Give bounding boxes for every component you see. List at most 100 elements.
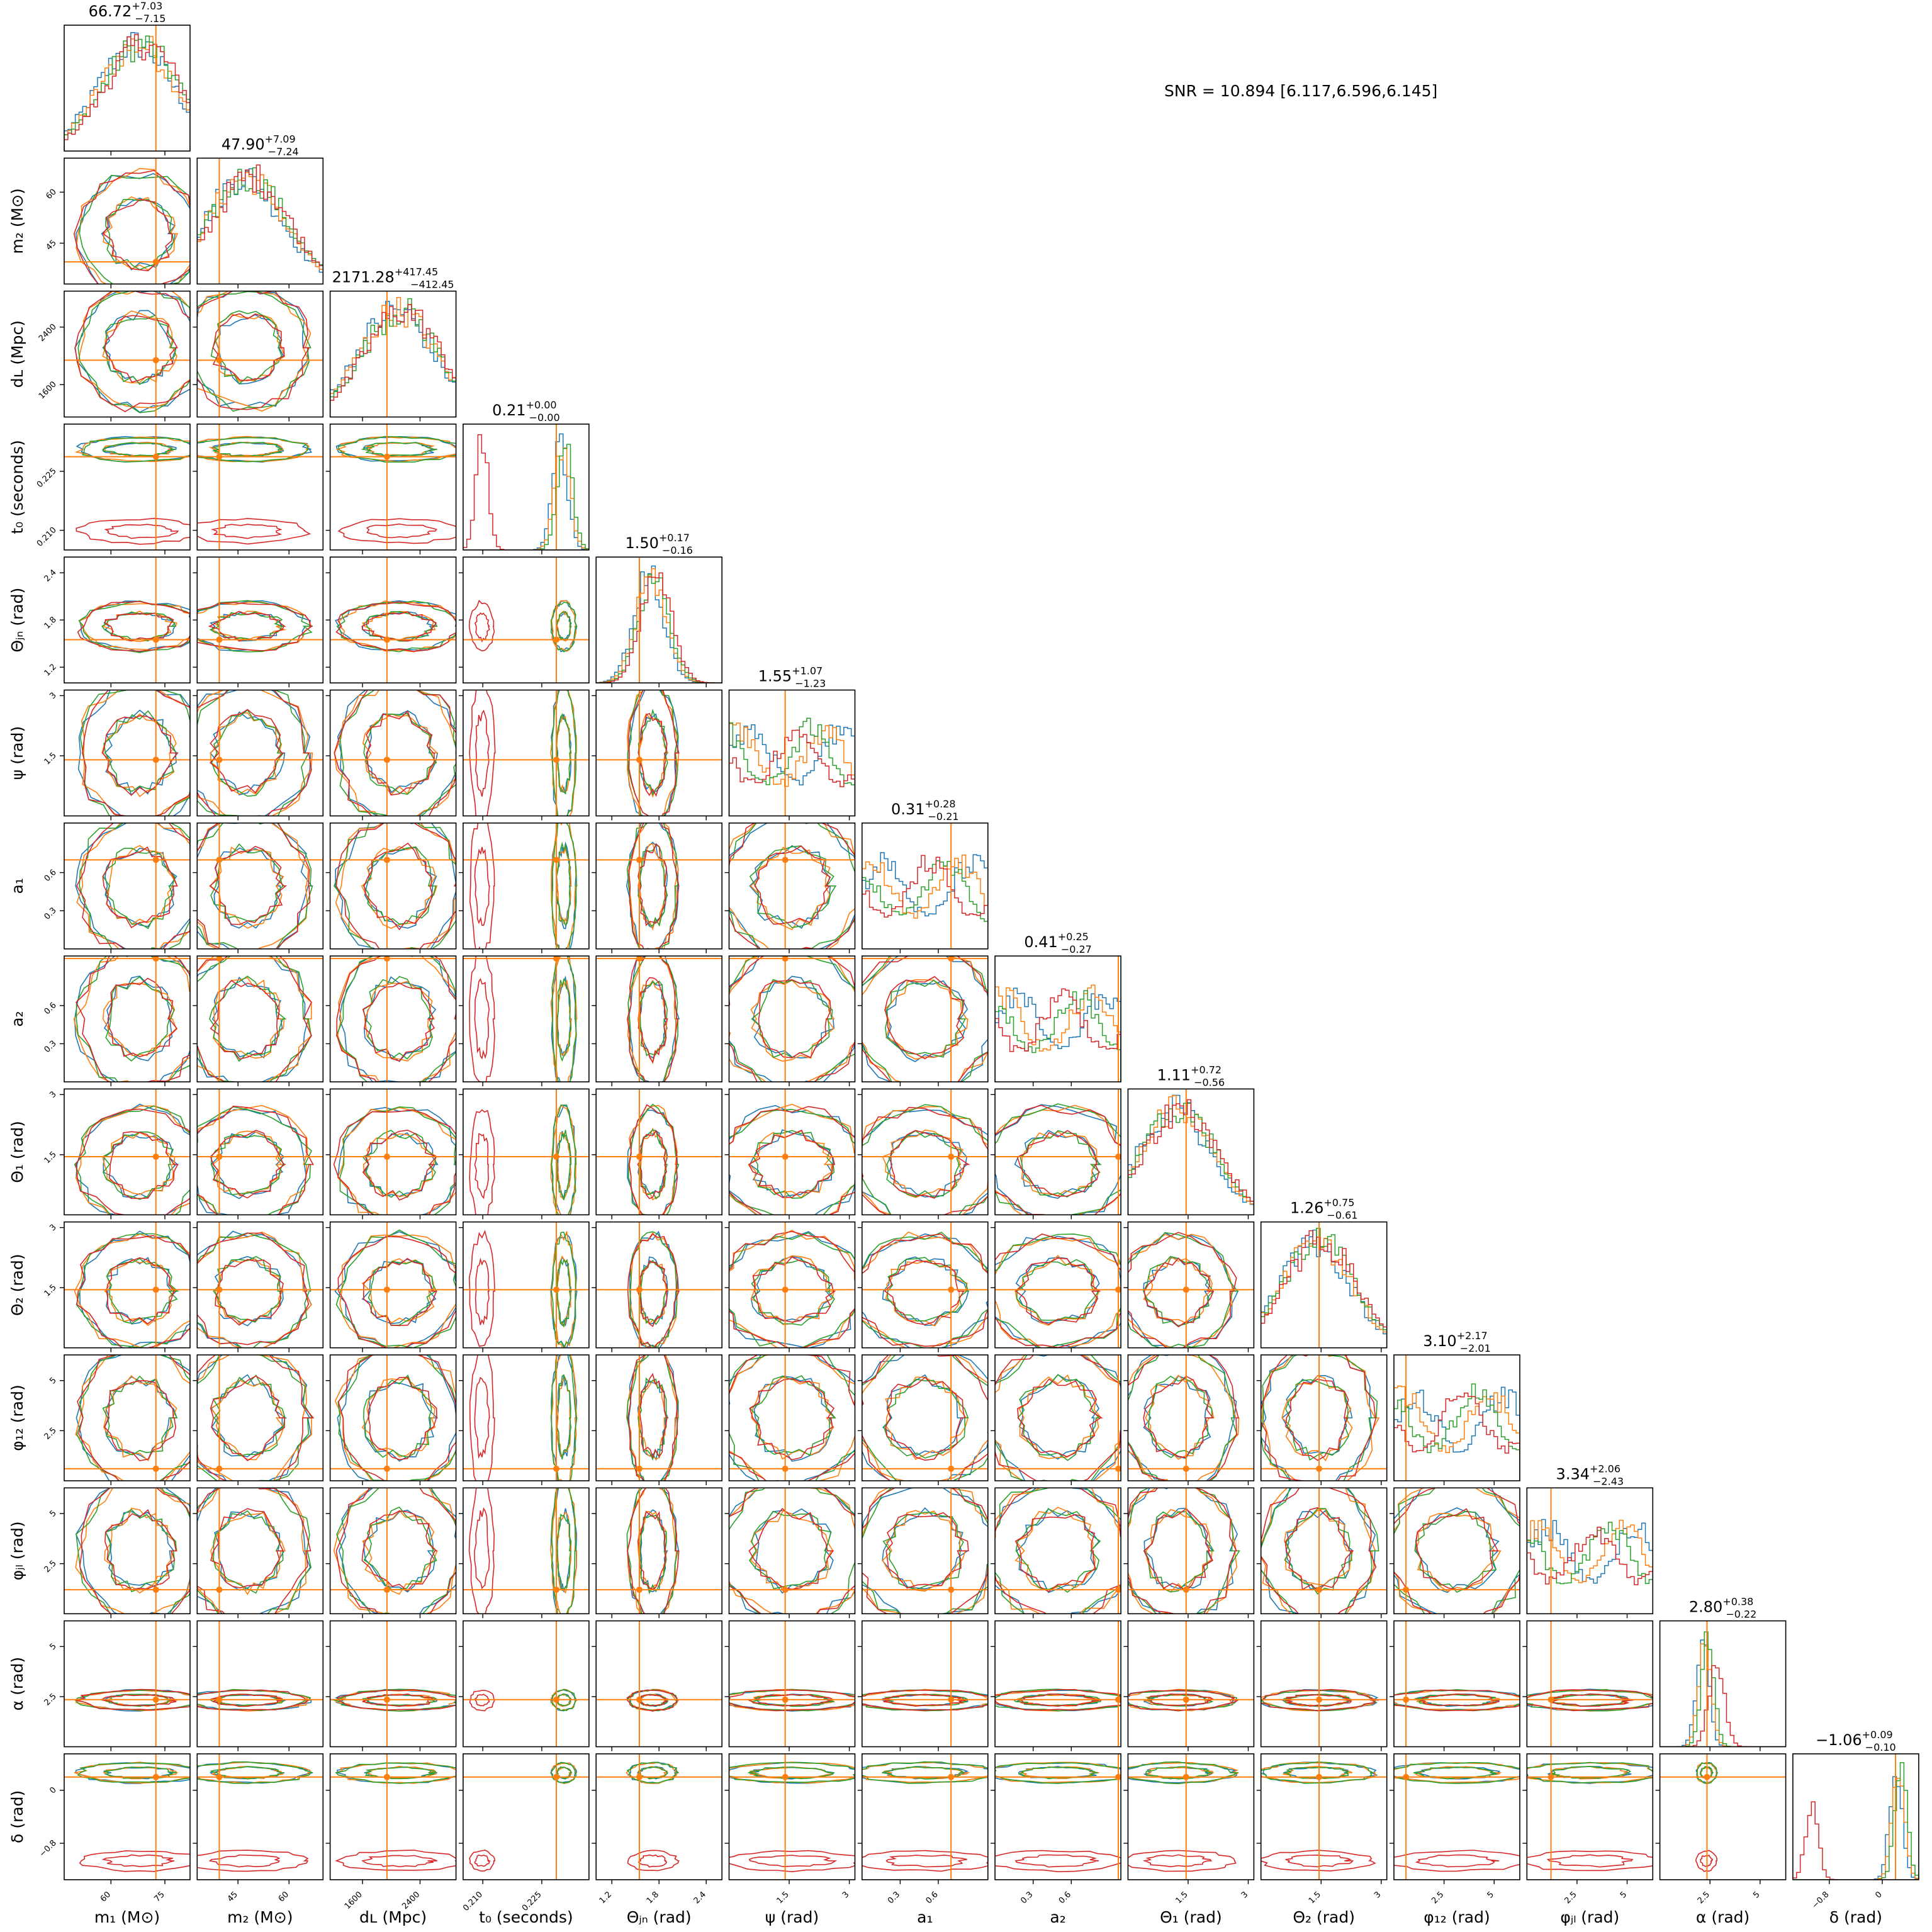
- hist-phijl-series-4: [1527, 1526, 1653, 1614]
- contour-outer-series-1: [338, 1488, 456, 1614]
- truth-point: [152, 453, 159, 460]
- panel-content: [1128, 1620, 1254, 1747]
- truth-point: [948, 1286, 955, 1293]
- panel-content: [197, 158, 323, 284]
- panel-content: [197, 1753, 323, 1880]
- x-axis-label-thetajn: Θⱼₙ (rad): [627, 1908, 692, 1926]
- title-minus: −0.61: [1327, 1210, 1357, 1222]
- truth-point: [152, 1465, 159, 1472]
- contour-outer-series-1: [337, 690, 456, 816]
- contour-inner-series-4: [1142, 1854, 1213, 1868]
- panel-content: [64, 823, 190, 949]
- panel-psi-psi: 1.55+1.07−1.23: [728, 665, 856, 821]
- title-median: 0.41: [1024, 933, 1057, 951]
- panel-frame: [862, 955, 989, 1082]
- contour-inner-series-2: [362, 610, 436, 641]
- contour-outer-series-4: [995, 1104, 1121, 1215]
- panel-alpha-alpha: 2.80+0.38−0.22: [1659, 1596, 1787, 1751]
- panel-content: [1394, 1620, 1520, 1747]
- panel-frame: [64, 1620, 191, 1748]
- contour-inner-series-3: [753, 1130, 835, 1199]
- contour-outer-series-4: [469, 1355, 495, 1481]
- contour-inner-series-4: [212, 313, 285, 381]
- contour-inner-series-4: [209, 846, 288, 925]
- panel-m2-t0: [193, 424, 324, 554]
- panel-content: [330, 291, 456, 417]
- contour-outer-series-4: [729, 823, 855, 949]
- truth-point: [1704, 1773, 1710, 1780]
- title-minus: −2.43: [1593, 1475, 1624, 1487]
- contour-outer-series-2: [1128, 1688, 1234, 1712]
- contour-outer-series-3: [729, 1232, 855, 1348]
- panel-frame: [728, 955, 856, 1082]
- panel-frame: [196, 157, 324, 285]
- panel-t0-alpha: [458, 1620, 590, 1751]
- y-tick-label: 0.210: [35, 525, 59, 549]
- panel-frame: [329, 823, 457, 950]
- contour-inner-series-4: [1285, 1854, 1354, 1868]
- contour-outer-series-3: [1128, 1488, 1240, 1614]
- contour-inner-series-4: [366, 710, 435, 796]
- y-tick-label: 3: [48, 691, 58, 701]
- contour-outer-series-2: [74, 1233, 190, 1348]
- contour-outer-series-3: [197, 956, 312, 1082]
- panel-m1-theta2: 1.53: [43, 1221, 191, 1352]
- panel-frame: [994, 1088, 1121, 1216]
- panel-dL-psi: [325, 689, 457, 821]
- contour-outer-series-4: [628, 1104, 678, 1215]
- contour-outer-series-4: [197, 690, 312, 816]
- panel-frame: [64, 157, 191, 285]
- contour-inner-series-3: [883, 1378, 969, 1459]
- title-delta: −1.06+0.09−0.10: [1816, 1729, 1896, 1753]
- panel-content: [1527, 1620, 1653, 1747]
- panel-frame: [196, 1620, 324, 1748]
- contour-inner-series-1: [1014, 1130, 1100, 1199]
- panel-frame: [196, 1487, 324, 1615]
- truth-point: [216, 1696, 223, 1703]
- contour-outer-series-4: [1261, 1488, 1377, 1614]
- contour-inner-series-1: [1018, 1374, 1100, 1460]
- contour-inner-series-2: [101, 713, 177, 797]
- contour-inner-series-1: [361, 1259, 437, 1325]
- hist-a1-series-2: [862, 854, 988, 949]
- truth-point: [152, 856, 159, 863]
- title-plus: +417.45: [395, 266, 438, 278]
- truth-point: [216, 1773, 223, 1780]
- panel-content: [197, 690, 323, 816]
- contour-inner-series-3: [213, 1510, 284, 1594]
- contour-inner-series-4: [362, 982, 435, 1062]
- contour-inner-series-4: [884, 975, 965, 1060]
- contour-inner-series-1: [363, 1510, 435, 1593]
- truth-point: [553, 1465, 560, 1472]
- hist-phi12-series-1: [1394, 1386, 1520, 1481]
- panel-thetajn-alpha: [592, 1620, 723, 1751]
- x-tick-label: 5: [1486, 1890, 1496, 1900]
- panel-frame: [329, 1753, 457, 1880]
- y-tick-label: 1.2: [43, 662, 59, 678]
- contour-outer-series-4: [1261, 1355, 1377, 1481]
- truth-point: [782, 956, 789, 962]
- contour-inner-series-4: [363, 842, 433, 931]
- contour-outer-series-3: [862, 1761, 988, 1784]
- x-tick-label: −0.8: [1811, 1890, 1831, 1911]
- panel-frame: [595, 823, 723, 950]
- truth-point: [383, 856, 390, 863]
- x-axis-label-theta2: Θ₂ (rad): [1293, 1908, 1355, 1926]
- contour-outer-series-3: [626, 1488, 678, 1614]
- panel-content: [995, 1355, 1121, 1481]
- contour-inner-series-4: [885, 1855, 967, 1868]
- contour-inner-series-3: [882, 1512, 964, 1590]
- panel-t0-theta2: [458, 1221, 590, 1352]
- panel-frame: [994, 1753, 1121, 1880]
- truth-point: [948, 1587, 955, 1593]
- contour-outer-series-1: [629, 1230, 680, 1348]
- panel-frame: [329, 1354, 457, 1481]
- contour-outer-series-4: [468, 1230, 496, 1347]
- contour-outer-series-1: [197, 1230, 312, 1348]
- x-tick-label: 2.5: [1430, 1890, 1446, 1906]
- panel-content: [64, 956, 190, 1082]
- contour-inner-series-3: [103, 1131, 174, 1200]
